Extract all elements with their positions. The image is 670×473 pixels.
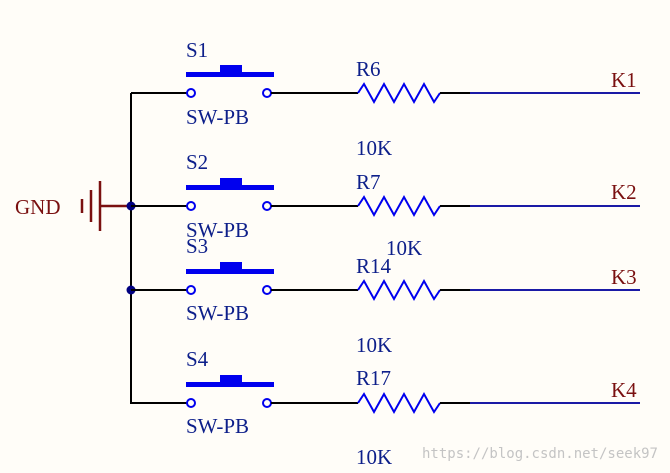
- pushbutton-switch: [186, 262, 274, 295]
- channel-2: S2 SW-PB R7 10K K2: [131, 150, 640, 260]
- switch-designator: S2: [186, 150, 208, 174]
- pushbutton-switch: [186, 65, 274, 98]
- resistor-value: 10K: [356, 445, 392, 469]
- switch-type: SW-PB: [186, 301, 249, 325]
- watermark-url: https://blog.csdn.net/seek97: [422, 446, 658, 462]
- resistor-designator: R14: [356, 254, 392, 278]
- pushbutton-switch: [186, 375, 274, 408]
- resistor-designator: R6: [356, 57, 381, 81]
- net-label: K2: [611, 180, 637, 204]
- ground-symbol: [80, 181, 131, 231]
- switch-type: SW-PB: [186, 218, 249, 242]
- channel-4: S4 SW-PB R17 10K K4: [131, 347, 640, 469]
- switch-type: SW-PB: [186, 105, 249, 129]
- resistor-designator: R17: [356, 366, 391, 390]
- switch-designator: S3: [186, 234, 208, 258]
- resistor-value: 10K: [356, 136, 392, 160]
- switch-type: SW-PB: [186, 414, 249, 438]
- channel-1: S1 SW-PB R6 10K K1: [131, 38, 640, 160]
- net-label: K3: [611, 265, 637, 289]
- resistor-designator: R7: [356, 170, 381, 194]
- resistor-value: 10K: [386, 236, 422, 260]
- switch-designator: S4: [186, 347, 209, 371]
- resistor: [357, 391, 441, 415]
- resistor: [357, 81, 441, 105]
- pushbutton-switch: [186, 178, 274, 211]
- channel-3: S3 SW-PB R14 10K K3: [131, 234, 640, 357]
- gnd-label: GND: [15, 195, 61, 219]
- resistor-value: 10K: [356, 333, 392, 357]
- resistor: [357, 278, 441, 302]
- net-label: K1: [611, 68, 637, 92]
- switch-designator: S1: [186, 38, 208, 62]
- resistor: [357, 194, 441, 218]
- net-label: K4: [611, 378, 637, 402]
